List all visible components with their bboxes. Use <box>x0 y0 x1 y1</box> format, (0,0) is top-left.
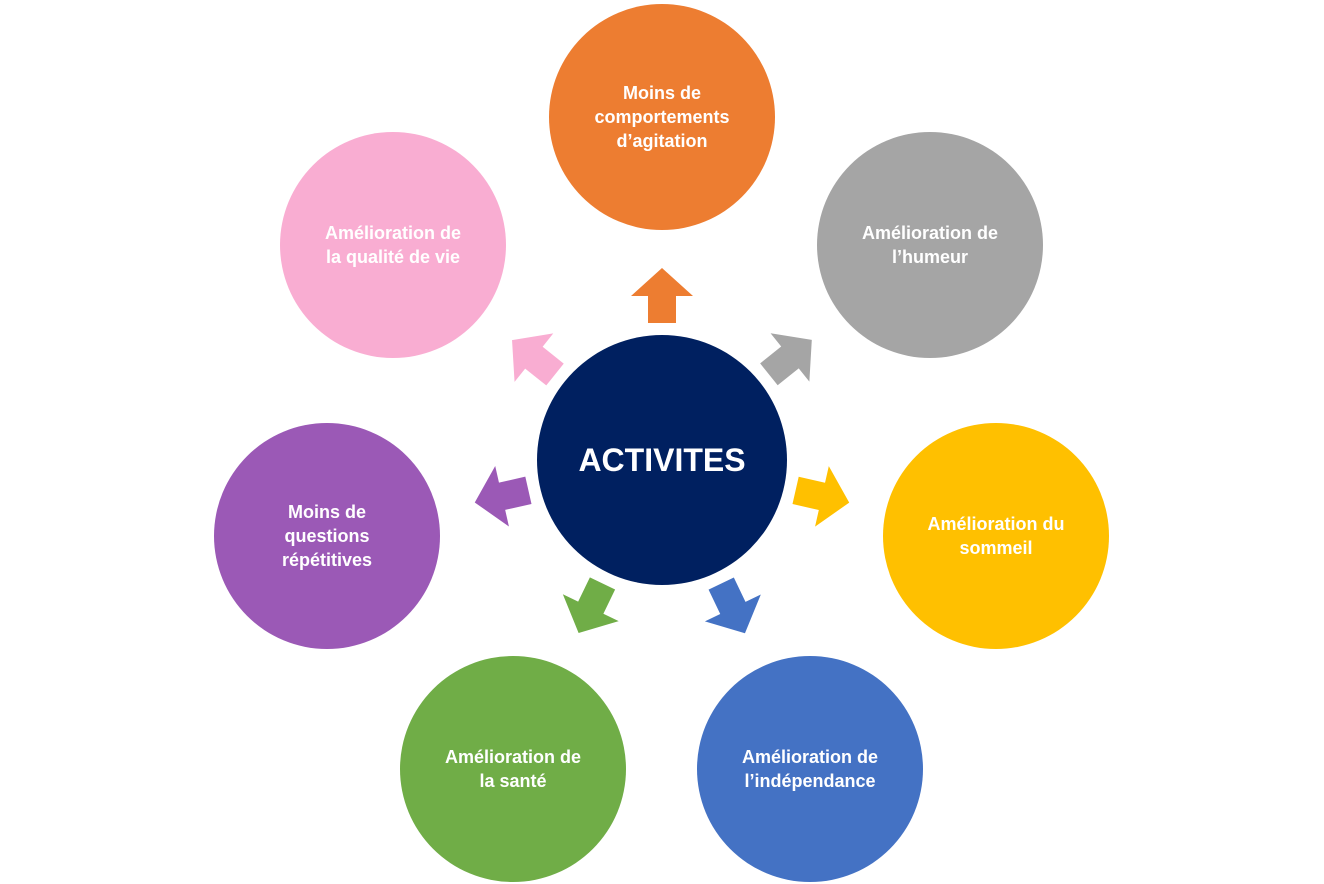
circle-qualite: Amélioration de la qualité de vie <box>280 132 506 358</box>
center-circle-label-line-1: ACTIVITES <box>578 442 745 478</box>
circle-independance: Amélioration de l’indépendance <box>697 656 923 882</box>
circle-agitation-label-line-2: comportements <box>594 107 729 127</box>
arrow-to-humeur <box>760 333 812 386</box>
arrow-to-agitation <box>631 268 693 323</box>
center-circle-shape <box>537 335 787 585</box>
circle-independance-shape <box>697 656 923 882</box>
circle-questions-label-line-2: questions <box>284 526 369 546</box>
circle-sommeil-label-line-1: Amélioration du <box>927 514 1064 534</box>
circles-layer: Moins decomportementsd’agitationAméliora… <box>214 4 1109 882</box>
circle-humeur-label-line-2: l’humeur <box>892 247 968 267</box>
circle-sante: Amélioration de la santé <box>400 656 626 882</box>
circle-agitation-shape <box>549 4 775 230</box>
circle-sommeil: Amélioration du sommeil <box>883 423 1109 649</box>
circle-humeur: Amélioration de l’humeur <box>817 132 1043 358</box>
circle-qualite-label-line-2: la qualité de vie <box>326 247 460 267</box>
center-circle: ACTIVITES <box>537 335 787 585</box>
circle-qualite-label-line-1: Amélioration de <box>325 223 461 243</box>
circle-sante-label-line-2: la santé <box>479 771 546 791</box>
circle-independance-label-line-2: l’indépendance <box>744 771 875 791</box>
circle-sante-shape <box>400 656 626 882</box>
circle-questions-shape <box>214 423 440 649</box>
circle-sommeil-label-line-2: sommeil <box>959 538 1032 558</box>
circle-sante-label-line-1: Amélioration de <box>445 747 581 767</box>
circle-humeur-label-line-1: Amélioration de <box>862 223 998 243</box>
circle-independance-label-line-1: Amélioration de <box>742 747 878 767</box>
circle-questions: Moins de questions répétitives <box>214 423 440 649</box>
circle-agitation-label-line-1: Moins de <box>623 83 701 103</box>
circle-questions-label-line-3: répétitives <box>282 550 372 570</box>
arrows-layer <box>474 268 850 634</box>
arrow-to-sommeil <box>792 466 850 527</box>
arrow-to-independance <box>704 577 761 634</box>
circle-qualite-shape <box>280 132 506 358</box>
arrow-to-sante <box>562 577 619 633</box>
arrow-to-questions <box>474 466 532 527</box>
circle-questions-label-line-1: Moins de <box>288 502 366 522</box>
arrow-to-qualite <box>512 333 564 386</box>
circle-agitation-label-line-3: d’agitation <box>617 131 708 151</box>
circle-sommeil-shape <box>883 423 1109 649</box>
circle-humeur-shape <box>817 132 1043 358</box>
circle-agitation: Moins de comportements d’agitation <box>549 4 775 230</box>
